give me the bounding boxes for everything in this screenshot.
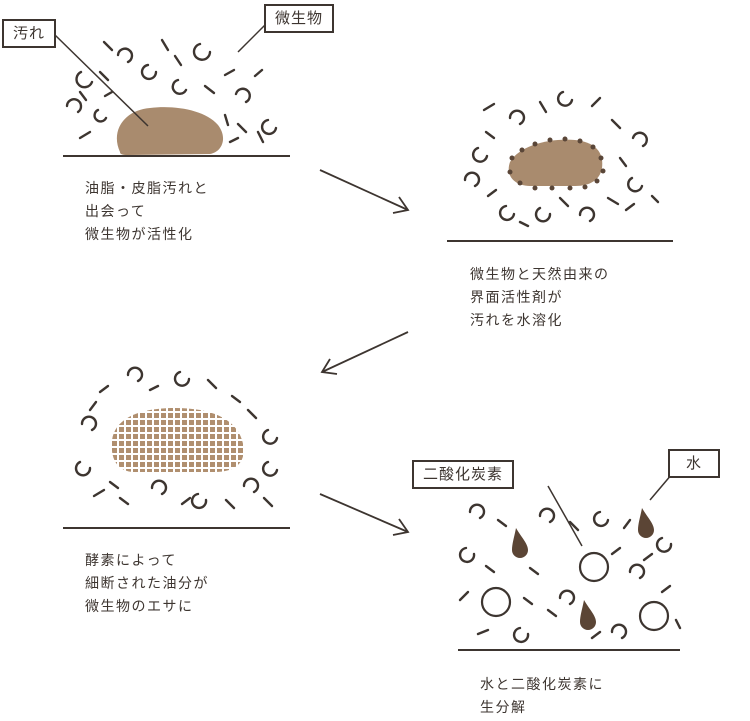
co2-bubbles bbox=[480, 551, 670, 632]
pointer-line bbox=[649, 473, 673, 501]
caption-line: 油脂・皮脂汚れと bbox=[85, 181, 209, 197]
step-2-caption: 微生物と天然由来の 界面活性剤が 汚れを水溶化 bbox=[470, 264, 610, 333]
pointer-line bbox=[547, 485, 583, 547]
microbe-cluster bbox=[463, 90, 660, 228]
panel-4 bbox=[458, 473, 682, 651]
fragmented-oil bbox=[111, 408, 244, 472]
caption-line: 酵素によって bbox=[85, 553, 177, 569]
caption-line: 微生物と天然由来の bbox=[470, 267, 610, 283]
water-droplets bbox=[512, 508, 654, 630]
microbe-cluster bbox=[74, 366, 279, 510]
oil-stain bbox=[116, 107, 224, 155]
caption-line: 微生物のエサに bbox=[85, 599, 194, 615]
stain-label: 汚れ bbox=[2, 19, 57, 48]
caption-line: 生分解 bbox=[480, 700, 527, 716]
caption-line: 界面活性剤が bbox=[470, 290, 563, 306]
pointer-line bbox=[237, 23, 267, 53]
water-label: 水 bbox=[668, 449, 721, 478]
panel-3 bbox=[63, 366, 290, 529]
step-1-caption: 油脂・皮脂汚れと 出会って 微生物が活性化 bbox=[85, 178, 209, 247]
surfactant-dots bbox=[507, 136, 606, 191]
microbe-cluster bbox=[458, 503, 682, 644]
panel-2 bbox=[447, 90, 673, 242]
caption-line: 細断された油分が bbox=[85, 576, 209, 592]
flow-arrow bbox=[319, 169, 410, 214]
caption-line: 汚れを水溶化 bbox=[470, 313, 563, 329]
caption-line: 水と二酸化炭素に bbox=[480, 677, 604, 693]
step-3-caption: 酵素によって 細断された油分が 微生物のエサに bbox=[85, 550, 209, 619]
flow-arrow bbox=[319, 493, 410, 536]
caption-line: 出会って bbox=[85, 204, 147, 220]
co2-label: 二酸化炭素 bbox=[412, 460, 515, 489]
panel-1 bbox=[54, 23, 290, 157]
pointer-line bbox=[54, 34, 149, 127]
caption-line: 微生物が活性化 bbox=[85, 227, 194, 243]
flow-arrow bbox=[320, 331, 409, 375]
oil-stain bbox=[508, 139, 603, 186]
step-4-caption: 水と二酸化炭素に 生分解 bbox=[480, 674, 604, 720]
microbe-cluster bbox=[65, 38, 278, 144]
microbe-label: 微生物 bbox=[264, 4, 335, 33]
